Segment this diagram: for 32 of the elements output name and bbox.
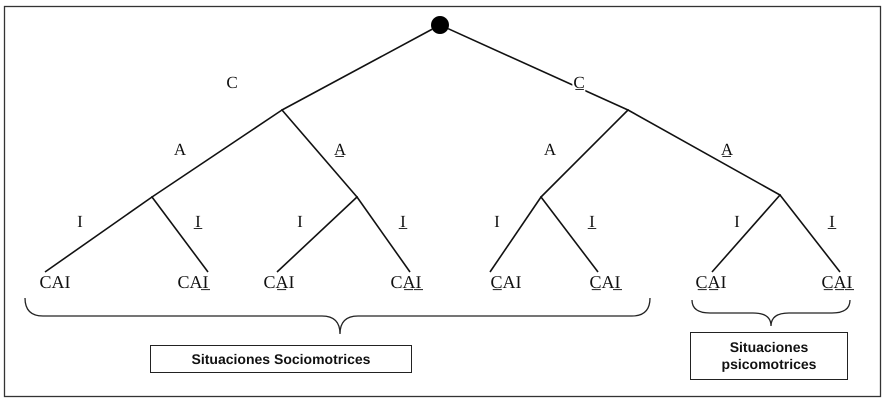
category-box: Situaciones Sociomotrices (150, 345, 412, 373)
leaf-label: CAI̲ (168, 272, 218, 294)
branch-line (151, 196, 209, 272)
edge-label: I̲ (828, 213, 836, 231)
leaf-label: C̲A̲I (686, 272, 736, 294)
branch-line (628, 109, 780, 196)
category-box: Situaciones psicomotrices (690, 332, 848, 380)
edge-label: C̲ (572, 74, 586, 92)
branch-line (779, 194, 841, 272)
branch-line (282, 28, 432, 111)
leaf-label: CA̲I̲ (381, 272, 431, 294)
root-dot (431, 16, 449, 34)
branch-line (540, 109, 629, 198)
branch-line (281, 109, 358, 198)
branch-line (44, 196, 152, 273)
branch-line (356, 196, 411, 272)
edge-label: I̲ (588, 213, 596, 231)
edge-label: I̲ (194, 213, 202, 231)
leaf-label: C̲A̲I̲ (812, 272, 862, 294)
branch-line (540, 196, 599, 272)
branch-line (448, 28, 628, 111)
edge-label: A̲ (720, 141, 734, 159)
branch-line (152, 109, 282, 198)
leaf-label: CA̲I (254, 272, 304, 294)
edge-label: A̲ (332, 141, 348, 159)
branch-line (276, 196, 358, 273)
branch-line (711, 194, 781, 273)
leaf-label: CAI (30, 272, 80, 294)
edge-label: I̲ (399, 213, 407, 231)
leaf-label: C̲AI (481, 272, 531, 294)
branch-line (489, 196, 542, 272)
leaf-label: C̲AI̲ (580, 272, 630, 294)
